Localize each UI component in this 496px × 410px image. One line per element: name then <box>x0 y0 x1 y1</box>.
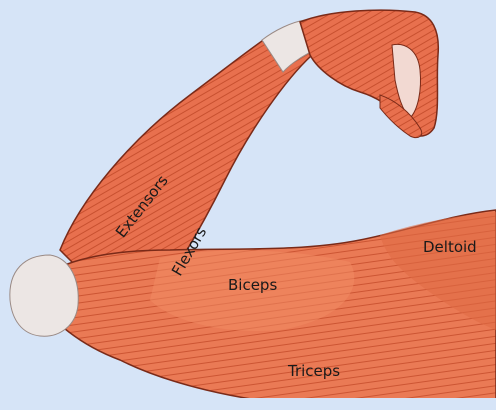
bottom-strip <box>0 398 496 410</box>
label-biceps: Biceps <box>228 276 277 294</box>
label-deltoid: Deltoid <box>423 238 477 256</box>
label-triceps: Triceps <box>288 362 340 380</box>
elbow <box>10 255 78 336</box>
